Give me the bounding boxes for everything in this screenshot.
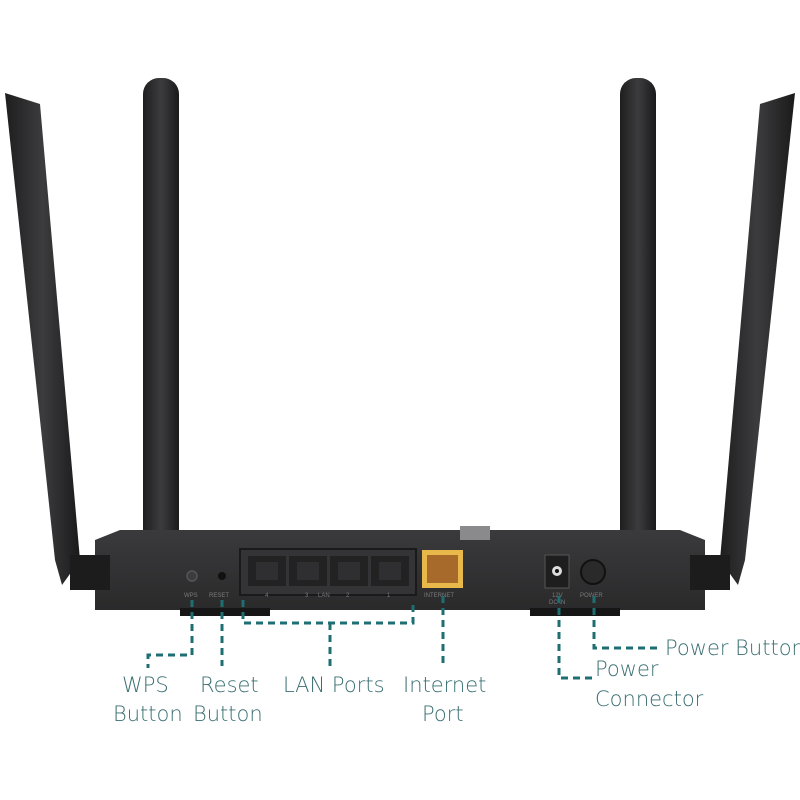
wps-label-line2: Button <box>113 702 183 726</box>
wps-marking: WPS <box>184 593 198 599</box>
reset-label-line2: Button <box>193 702 263 726</box>
wps-leader-line <box>146 600 194 668</box>
lan-number: 3 <box>305 593 309 599</box>
lan-number: 4 <box>265 593 269 599</box>
power-button <box>580 559 606 585</box>
power-button-leader-line <box>592 596 660 650</box>
reset-button <box>218 572 226 580</box>
power-button-label: Power Button <box>665 636 800 660</box>
internet-marking: INTERNET <box>424 593 454 599</box>
dc-marking: 12V <box>552 593 563 599</box>
lan-label: LAN Ports <box>283 673 385 697</box>
internet-label-line2: Port <box>422 702 464 726</box>
antenna-left-inner <box>143 78 179 588</box>
lan-number: 1 <box>387 593 391 599</box>
lan-marking: LAN <box>318 593 330 599</box>
wps-label-line1: WPS <box>122 673 169 697</box>
power-connector-leader-line <box>557 596 592 680</box>
reset-marking: RESET <box>209 593 229 599</box>
antenna-right-outer <box>720 93 795 585</box>
dc-marking: DC IN <box>549 600 565 606</box>
power-connector-label-line1: Power <box>595 657 659 681</box>
wps-button <box>186 570 198 582</box>
lan-ports <box>248 556 409 586</box>
lan-leader-line <box>241 600 415 666</box>
lan-number: 2 <box>346 593 350 599</box>
antenna-left-outer <box>5 93 80 585</box>
internet-label-line1: Internet <box>403 673 486 697</box>
antenna-right-inner <box>620 78 656 588</box>
reset-label-line1: Reset <box>200 673 259 697</box>
power-connector-label-line2: Connector <box>595 687 704 711</box>
power-marking: POWER <box>580 593 603 599</box>
